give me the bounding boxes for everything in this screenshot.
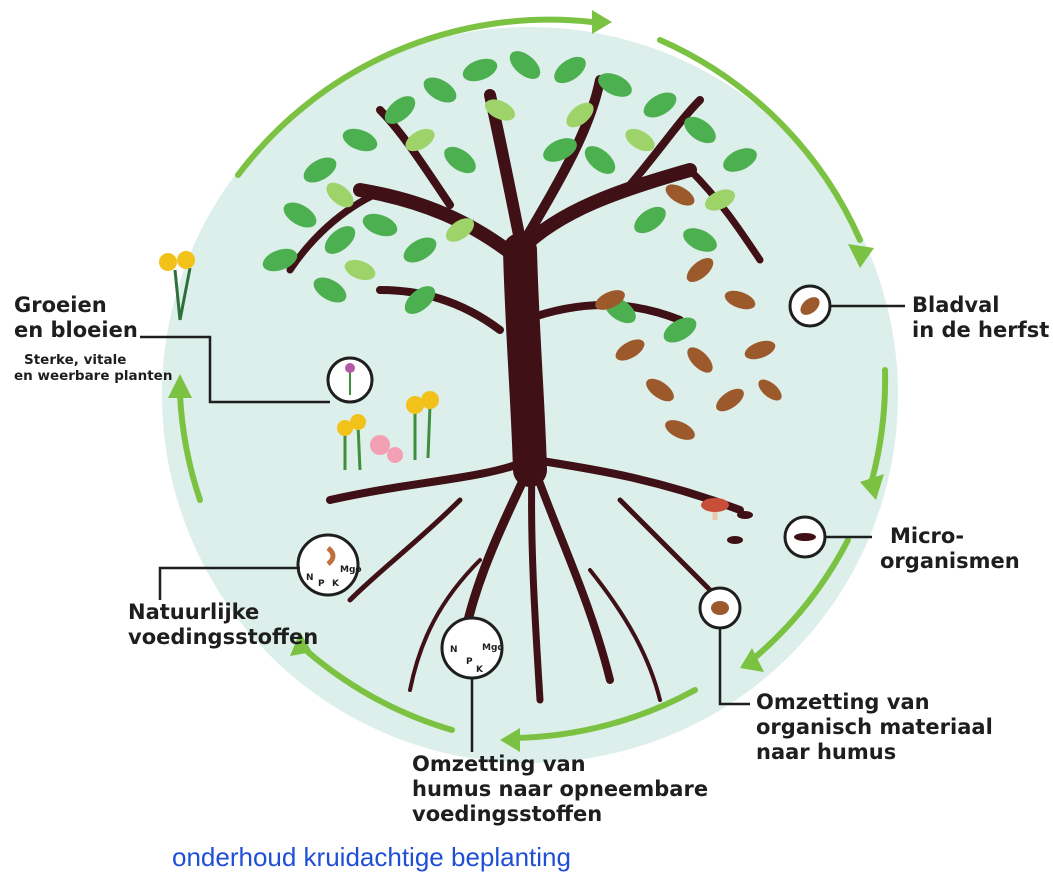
flower-icon-bloom (345, 363, 355, 373)
label-omzetting-organisch: Omzetting van organisch materiaal naar h… (756, 690, 993, 766)
nutrient-bottom-p: P (466, 657, 473, 667)
label-groeien-sub2: en weerbare planten (14, 368, 172, 384)
label-omzetting-org-line1: Omzetting van (756, 690, 993, 715)
label-bladval: Bladval in de herfst (912, 293, 1049, 343)
nutrient-bottom-k: K (476, 665, 484, 675)
arrowhead-top (592, 10, 612, 34)
image-caption: onderhoud kruidachtige beplanting (172, 842, 571, 873)
label-bladval-line1: Bladval (912, 293, 1049, 318)
ant-icon (794, 533, 816, 541)
label-groeien-line2: en bloeien (14, 318, 138, 343)
label-natuur-line2: voedingsstoffen (128, 625, 318, 650)
label-natuur-line1: Natuurlijke (128, 600, 318, 625)
label-omzetting-org-line2: organisch materiaal (756, 715, 993, 740)
label-natuurlijke: Natuurlijke voedingsstoffen (128, 600, 318, 650)
label-groeien-line1: Groeien (14, 293, 138, 318)
label-omzetting-humus: Omzetting van humus naar opneembare voed… (412, 752, 708, 828)
label-micro-line2: organismen (880, 549, 1020, 574)
label-omzetting-hum-line3: voedingsstoffen (412, 802, 708, 827)
nutrient-left-n: N (306, 573, 314, 583)
nutrient-left-p: P (318, 579, 325, 589)
label-groeien-title: Groeien en bloeien (14, 293, 138, 343)
label-micro-line1: Micro- (880, 524, 1020, 549)
nutrient-left-k: K (332, 579, 340, 589)
nutrient-left-mgo: Mgo (340, 565, 362, 575)
label-groeien-subtitle: Sterke, vitale en weerbare planten (14, 352, 172, 384)
nutrient-bottom-n: N (450, 645, 458, 655)
label-omzetting-hum-line2: humus naar opneembare (412, 777, 708, 802)
label-micro: Micro- organismen (880, 524, 1020, 574)
label-omzetting-org-line3: naar humus (756, 740, 993, 765)
label-groeien-sub1: Sterke, vitale (14, 352, 172, 368)
label-bladval-line2: in de herfst (912, 318, 1049, 343)
label-omzetting-hum-line1: Omzetting van (412, 752, 708, 777)
nutrient-bottom-mgo: Mgo (482, 643, 504, 653)
humus-icon (711, 601, 729, 615)
